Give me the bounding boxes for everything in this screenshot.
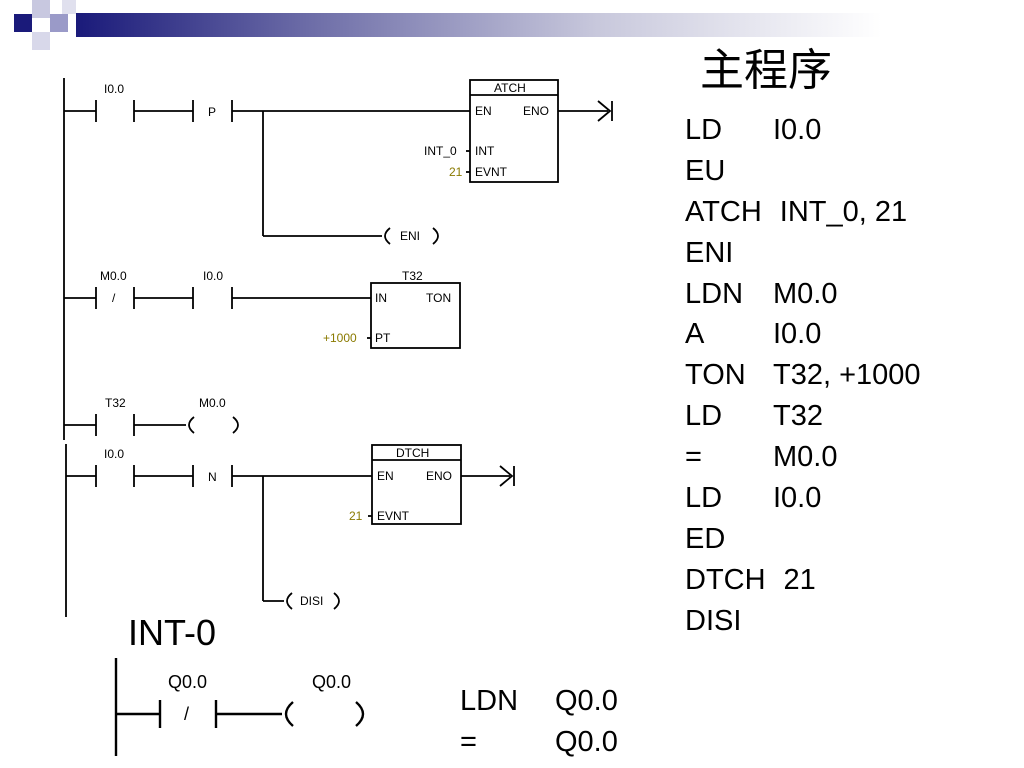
il-arg: T32, +1000 (773, 359, 921, 392)
il-line: DTCH 21 (685, 560, 921, 601)
il-line: LD I0.0 (685, 478, 921, 519)
atch-en: EN (475, 104, 492, 118)
ton-pt-label: PT (375, 331, 391, 345)
disi-coil-label: DISI (300, 594, 323, 608)
n3-coil-label: M0.0 (199, 396, 226, 410)
il-op: ENI (685, 236, 734, 269)
il-arg: I0.0 (773, 318, 822, 351)
il-op: = (460, 725, 477, 758)
int0-contact-label: Q0.0 (168, 672, 207, 692)
il-arg: Q0.0 (555, 725, 618, 758)
il-line: A I0.0 (685, 314, 921, 355)
atch-evnt-label: EVNT (475, 165, 508, 179)
il-op: LD (685, 482, 723, 515)
il-op: TON (685, 359, 746, 392)
il-arg: I0.0 (773, 482, 822, 515)
int0-network (114, 658, 365, 756)
n3-contact-label: T32 (105, 396, 126, 410)
n2-contact1-label: M0.0 (100, 269, 127, 283)
il-arg: 21 (783, 563, 816, 596)
slide-title: 主程序 (700, 45, 832, 96)
il-line: LDN M0.0 (685, 274, 921, 315)
il-line: ED (685, 519, 921, 560)
n1-contact-label: I0.0 (104, 82, 124, 96)
n1-edge-label: P (208, 105, 216, 119)
ton-box (370, 282, 461, 349)
il-line: EU (685, 151, 921, 192)
il-op: A (685, 318, 705, 351)
il-op: LD (685, 114, 723, 146)
il-op: DTCH (685, 563, 766, 596)
header-gradient-bar (76, 13, 1024, 37)
il-line: TON T32, +1000 (685, 355, 921, 396)
n4-contact-label: I0.0 (104, 447, 124, 461)
dtch-box (371, 444, 462, 525)
il-arg: T32 (773, 400, 823, 433)
int0-contact-symbol: / (184, 704, 189, 724)
il-op: LDN (685, 277, 744, 310)
ton-pt-value: +1000 (323, 331, 357, 345)
il-op: EU (685, 154, 726, 187)
il-arg: M0.0 (773, 441, 838, 474)
il-line: LD T32 (685, 396, 921, 437)
il-arg: M0.0 (773, 277, 838, 310)
network-2 (64, 282, 461, 349)
atch-box (469, 79, 559, 183)
il-line: DISI (685, 601, 921, 642)
il-op: ATCH (685, 195, 762, 228)
n4-edge-label: N (208, 470, 217, 484)
dtch-evnt-value: 21 (349, 509, 363, 523)
dtch-evnt-label: EVNT (377, 509, 410, 523)
il-op: LD (685, 400, 723, 433)
il-arg: Q0.0 (555, 685, 618, 717)
il-line: = Q0.0 (460, 721, 618, 762)
network-1 (64, 79, 613, 245)
il-op: LDN (460, 685, 519, 717)
atch-title: ATCH (494, 81, 526, 95)
il-arg: I0.0 (773, 114, 822, 146)
eni-coil-label: ENI (400, 229, 420, 243)
il-line: LD I0.0 (685, 110, 921, 151)
n2-contact1-symbol: / (112, 291, 116, 305)
il-op: = (685, 441, 702, 474)
il-op: DISI (685, 604, 742, 637)
n2-contact2-label: I0.0 (203, 269, 223, 283)
il-arg: INT_0, 21 (779, 195, 908, 228)
dtch-eno: ENO (426, 469, 452, 483)
atch-eno: ENO (523, 104, 549, 118)
atch-int-label: INT (475, 144, 495, 158)
dtch-title: DTCH (396, 446, 429, 460)
corner-decoration (0, 0, 80, 50)
il-op: ED (685, 522, 726, 555)
il-int-listing: LDN Q0.0 = Q0.0 (460, 680, 618, 762)
il-line: LDN Q0.0 (460, 680, 618, 721)
il-line: ATCH INT_0, 21 (685, 192, 921, 233)
ton-title: T32 (402, 269, 423, 283)
il-line: = M0.0 (685, 437, 921, 478)
network-4 (66, 444, 515, 610)
ton-type: TON (426, 291, 451, 305)
atch-int-value: INT_0 (424, 144, 457, 158)
atch-evnt-value: 21 (449, 165, 463, 179)
subroutine-title: INT-0 (128, 612, 217, 653)
dtch-en: EN (377, 469, 394, 483)
il-line: ENI (685, 233, 921, 274)
int0-coil-label: Q0.0 (312, 672, 351, 692)
ton-in: IN (375, 291, 387, 305)
network-3 (64, 414, 239, 436)
